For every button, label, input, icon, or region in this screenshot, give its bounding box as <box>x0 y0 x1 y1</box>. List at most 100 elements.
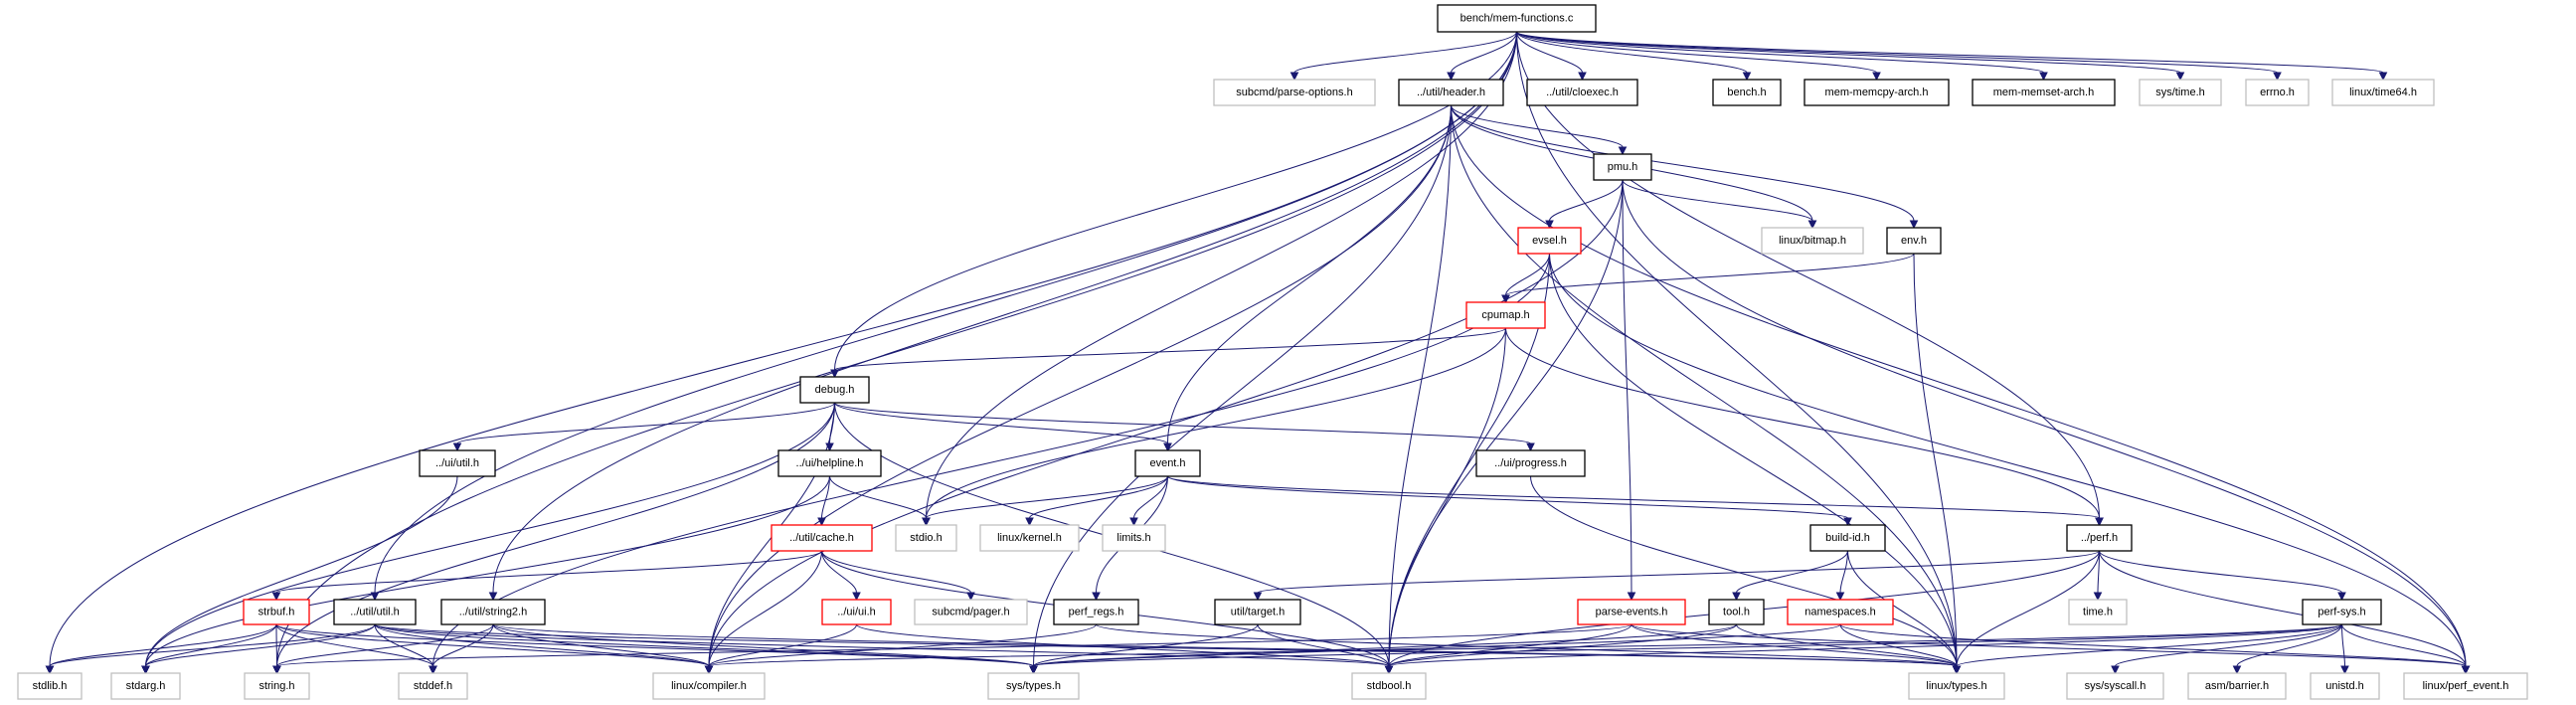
edge-perfsys-to-systypes <box>1033 623 2342 667</box>
arrowhead-perf-to-perfsys <box>2337 592 2346 602</box>
edge-header-to-event <box>1167 104 1452 444</box>
node-label: stdio.h <box>910 532 942 544</box>
node-label: asm/barrier.h <box>2205 680 2269 692</box>
node-perfsys[interactable]: perf-sys.h <box>2302 599 2382 625</box>
edge-root-to-string <box>276 31 1517 667</box>
node-box <box>1398 79 1504 106</box>
edge-root-to-systime <box>1516 31 2181 74</box>
node-label: debug.h <box>815 384 855 396</box>
arrowhead-debug-to-event <box>1163 442 1172 452</box>
node-cloexec[interactable]: ../util/cloexec.h <box>1526 79 1638 106</box>
edge-utilutil-to-systypes <box>374 623 1034 667</box>
edge-pmu-to-perfevent <box>1622 179 2467 667</box>
node-box <box>1809 524 1886 552</box>
node-namespaces[interactable]: namespaces.h <box>1787 599 1894 625</box>
node-event[interactable]: event.h <box>1134 449 1201 477</box>
node-helpline[interactable]: ../ui/helpline.h <box>777 449 882 477</box>
node-box <box>1526 79 1638 106</box>
node-label: tool.h <box>1723 607 1750 618</box>
node-box <box>1053 599 1139 625</box>
edge-header-to-systypes <box>1033 104 1452 667</box>
node-box <box>398 672 468 700</box>
edge-pmu-to-parseevents <box>1622 179 1632 594</box>
node-stddef: stddef.h <box>398 672 468 700</box>
arrowhead-parseevents-to-string <box>272 665 281 675</box>
edge-cpumap-to-perf <box>1505 327 2100 519</box>
arrowhead-perfsys-to-barrier <box>2232 665 2242 675</box>
arrowhead-event-to-buildid <box>1843 517 1852 527</box>
edge-perf-to-target <box>1257 550 2100 594</box>
edge-header-to-types <box>1451 104 1958 667</box>
node-label: cpumap.h <box>1481 309 1529 321</box>
node-root[interactable]: bench/mem-functions.c <box>1437 4 1597 33</box>
node-box <box>1712 79 1782 106</box>
node-target[interactable]: util/target.h <box>1214 599 1301 625</box>
node-stdbool: stdbool.h <box>1351 672 1427 700</box>
node-box <box>2245 79 2310 106</box>
edge-helpline-to-cache <box>821 475 830 519</box>
edge-perfsys-to-syscall <box>2115 623 2342 667</box>
node-pager: subcmd/pager.h <box>914 599 1028 625</box>
arrowhead-event-to-perfregs <box>1092 592 1101 602</box>
node-tool[interactable]: tool.h <box>1708 599 1765 625</box>
edge-root-to-errno <box>1516 31 2278 74</box>
edge-cpumap-to-stdio <box>926 327 1506 519</box>
edge-target-to-systypes <box>1033 623 1259 667</box>
node-label: evsel.h <box>1532 235 1567 247</box>
node-perfregs[interactable]: perf_regs.h <box>1053 599 1139 625</box>
arrowhead-cache-to-pager <box>966 592 975 602</box>
node-syscall: sys/syscall.h <box>2066 672 2164 700</box>
node-header[interactable]: ../util/header.h <box>1398 79 1504 106</box>
node-label: linux/kernel.h <box>997 532 1062 544</box>
arrowhead-root-to-parse_options <box>1289 72 1299 82</box>
node-box <box>2068 599 2128 625</box>
node-parseevents[interactable]: parse-events.h <box>1577 599 1686 625</box>
node-string2[interactable]: ../util/string2.h <box>440 599 546 625</box>
node-debug[interactable]: debug.h <box>799 376 870 404</box>
arrowhead-root-to-systime <box>2175 72 2185 82</box>
edge-pmu-to-stdbool <box>1388 179 1624 667</box>
node-box <box>17 672 83 700</box>
node-label: linux/bitmap.h <box>1779 235 1846 247</box>
arrowhead-perfsys-to-syscall <box>2111 665 2120 675</box>
node-box <box>333 599 417 625</box>
node-utilutil[interactable]: ../util/util.h <box>333 599 417 625</box>
node-box <box>1972 79 2116 106</box>
edge-header-to-stdbool <box>1388 104 1452 667</box>
node-perf[interactable]: ../perf.h <box>2066 524 2133 552</box>
node-strbuf[interactable]: strbuf.h <box>243 599 310 625</box>
edge-utilutil-to-stddef <box>374 623 433 667</box>
node-progress[interactable]: ../ui/progress.h <box>1475 449 1586 477</box>
node-cache[interactable]: ../util/cache.h <box>771 524 873 552</box>
node-memset[interactable]: mem-memset-arch.h <box>1972 79 2116 106</box>
edge-root-to-types <box>1516 31 1958 667</box>
node-box <box>440 599 546 625</box>
arrowhead-root-to-errno <box>2273 72 2282 82</box>
node-env[interactable]: env.h <box>1886 227 1942 255</box>
edge-debug-to-uiutil <box>456 402 835 444</box>
node-perfevent: linux/perf_event.h <box>2403 672 2528 700</box>
arrowhead-pmu-to-evsel <box>1545 220 1554 230</box>
nodes-layer: bench/mem-functions.csubcmd/parse-option… <box>17 4 2528 700</box>
node-memcpy[interactable]: mem-memcpy-arch.h <box>1803 79 1950 106</box>
node-errno: errno.h <box>2245 79 2310 106</box>
arrowhead-buildid-to-namespaces <box>1835 592 1845 602</box>
edge-tool-to-stdbool <box>1388 623 1737 667</box>
node-label: perf-sys.h <box>2318 607 2365 618</box>
edge-root-to-bench <box>1516 31 1748 74</box>
node-uiui[interactable]: ../ui/ui.h <box>821 599 892 625</box>
node-uiutil[interactable]: ../ui/util.h <box>419 449 496 477</box>
edge-utilutil-to-compiler <box>374 623 710 667</box>
edge-perfsys-to-unistd <box>2341 623 2345 667</box>
arrowhead-event-to-stdio <box>922 517 931 527</box>
edge-perfsys-to-types <box>1956 623 2342 667</box>
node-box <box>987 672 1080 700</box>
node-box <box>652 672 766 700</box>
edge-event-to-kernel <box>1029 475 1168 519</box>
node-pmu[interactable]: pmu.h <box>1593 153 1652 181</box>
node-buildid[interactable]: build-id.h <box>1809 524 1886 552</box>
node-cpumap[interactable]: cpumap.h <box>1465 301 1546 329</box>
node-evsel[interactable]: evsel.h <box>1517 227 1582 255</box>
node-bench[interactable]: bench.h <box>1712 79 1782 106</box>
edge-pmu-to-bitmap <box>1622 179 1813 222</box>
